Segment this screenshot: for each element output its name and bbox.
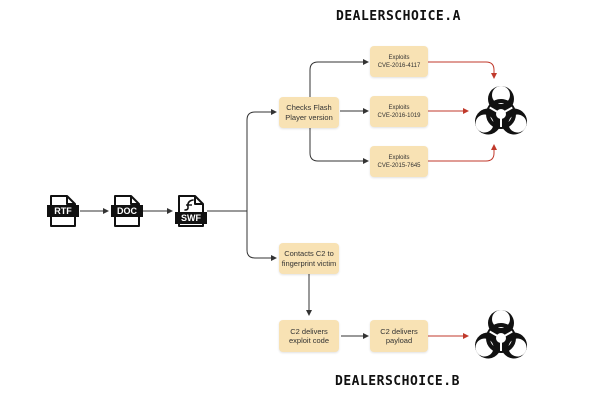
node-label-line-2: exploit code — [288, 336, 330, 345]
node-label-line-2: CVE-2015-7645 — [377, 162, 421, 169]
node-contacts-c2: Contacts C2 to fingerprint victim — [279, 243, 339, 274]
node-label-line-2: payload — [385, 336, 413, 345]
node-label-line-2: Player version — [285, 112, 333, 122]
biohazard-icon — [475, 310, 527, 359]
node-label-line-1: Contacts C2 to — [284, 249, 334, 258]
file-swf: SWF — [175, 195, 207, 227]
node-label-line-2: fingerprint victim — [281, 258, 337, 268]
node-label-line-2: CVE-2016-1019 — [377, 112, 421, 119]
edge-exploit-3-to-biohazard — [428, 144, 497, 162]
file-tag: DOC — [111, 205, 143, 217]
edge-exploit-1-to-biohazard — [428, 61, 497, 79]
edge-branch-to-contacts-c2 — [246, 211, 277, 261]
edge-checks-flash-to-exploit-1 — [309, 59, 369, 97]
file-tag: RTF — [47, 205, 79, 217]
node-checks-flash: Checks Flash Player version — [279, 97, 339, 128]
biohazard-icon — [475, 86, 527, 135]
title-dealerschoice-b: DEALERSCHOICE.B — [335, 374, 460, 389]
file-tag: SWF — [175, 212, 207, 224]
node-label-line-2: CVE-2016-4117 — [377, 62, 421, 69]
node-label-line-1: Exploits — [388, 54, 410, 61]
node-label-line-1: Exploits — [388, 154, 410, 161]
node-label-line-1: Checks Flash — [286, 103, 332, 112]
node-c2-delivers-payload: C2 delivers payload — [370, 320, 428, 352]
node-exploit-cve-2016-4117: Exploits CVE-2016-4117 — [370, 46, 428, 77]
node-exploit-cve-2015-7645: Exploits CVE-2015-7645 — [370, 146, 428, 177]
node-label-line-1: C2 delivers — [290, 326, 328, 336]
edge-checks-flash-to-exploit-3 — [309, 128, 369, 164]
title-dealerschoice-a: DEALERSCHOICE.A — [336, 9, 461, 24]
node-label-line-1: C2 delivers — [380, 326, 418, 336]
node-c2-delivers-exploit-code: C2 delivers exploit code — [279, 320, 339, 352]
node-exploit-cve-2016-1019: Exploits CVE-2016-1019 — [370, 96, 428, 127]
file-rtf: RTF — [47, 195, 79, 227]
file-doc: DOC — [111, 195, 143, 227]
node-label-line-1: Exploits — [388, 104, 410, 111]
edge-branch-to-checks-flash — [246, 109, 277, 211]
